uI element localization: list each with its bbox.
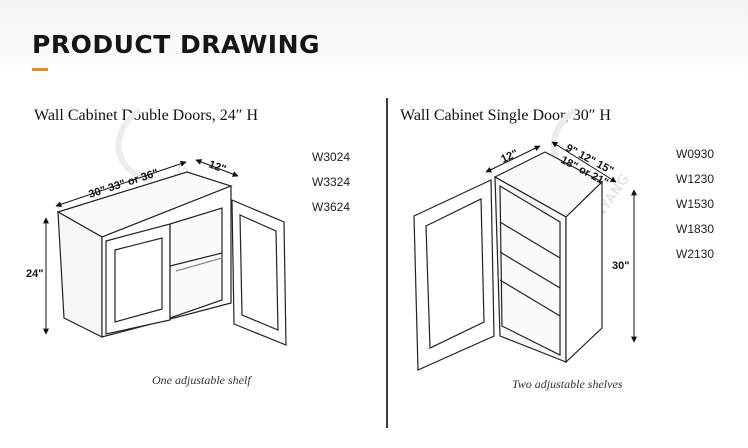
depth-dim-line-left (195, 159, 239, 177)
right-model-1: W0930 (676, 147, 715, 161)
left-caption: One adjustable shelf (152, 373, 251, 387)
watermark-swirl-left (115, 107, 151, 183)
header-band (0, 0, 748, 85)
right-model-4: W1830 (676, 222, 715, 236)
right-model-2: W1230 (676, 172, 715, 186)
right-depth-label: 12" (499, 147, 520, 165)
left-height-label: 24" (26, 268, 43, 280)
right-model-3: W1530 (676, 197, 715, 211)
page-title: PRODUCT DRAWING (32, 30, 321, 59)
double-door-cabinet (56, 171, 287, 346)
depth-dim-line-right (485, 145, 541, 173)
title-accent-bar (32, 68, 48, 71)
left-model-3: W3624 (312, 200, 351, 214)
right-model-5: W2130 (676, 247, 715, 261)
right-caption: Two adjustable shelves (512, 377, 623, 391)
width-dim-line-right (551, 141, 617, 183)
width-dim-line (55, 160, 187, 208)
left-model-2: W3324 (312, 175, 351, 189)
left-model-1: W3024 (312, 150, 351, 164)
left-panel-title: Wall Cabinet Double Doors, 24″ H (34, 107, 259, 124)
panel-divider (386, 98, 388, 428)
right-panel-title: Wall Cabinet Single Door, 30″ H (400, 107, 611, 124)
right-height-label: 30" (612, 260, 629, 272)
single-door-cabinet (413, 151, 604, 371)
left-depth-label: 12" (207, 159, 228, 176)
